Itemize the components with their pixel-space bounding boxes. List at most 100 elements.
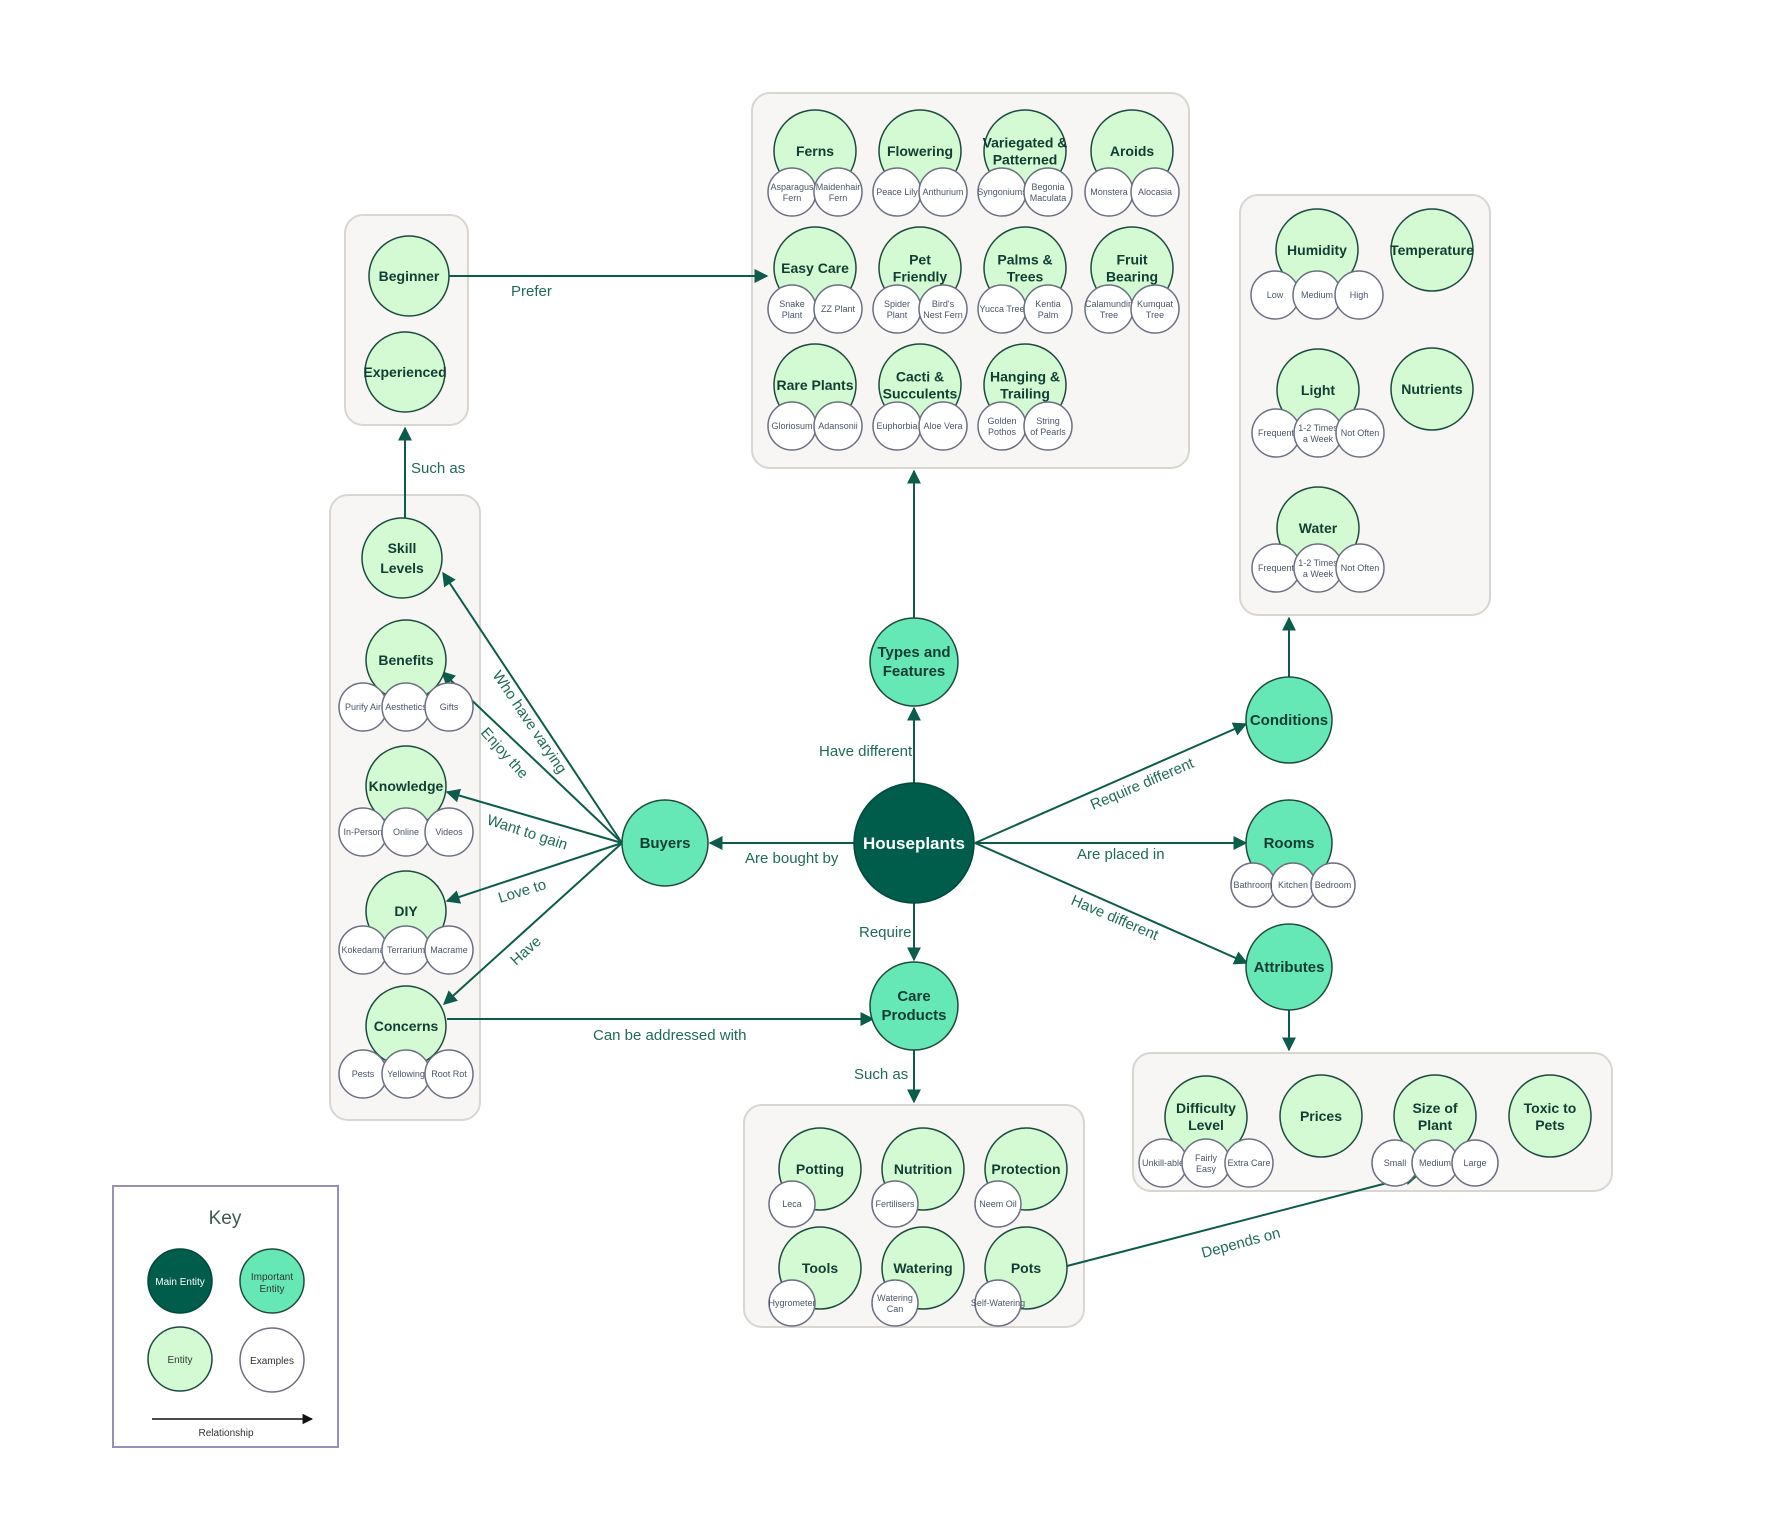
temperature-node[interactable]: Temperature [1390,208,1474,292]
key-relationship-label: Relationship [198,1428,253,1439]
example-bubble [1293,543,1343,593]
houseplants-node[interactable]: Houseplants [853,782,975,904]
nutrients-node[interactable]: Nutrients [1390,347,1474,431]
example-bubble [1224,1138,1274,1188]
skill-levels-node[interactable]: Skill Levels [361,517,443,599]
skill-levels-label-2: Levels [380,560,424,576]
example-bubble [974,1279,1022,1327]
example-bubble [1023,167,1073,217]
plant-type-label: Bearing [1106,269,1158,285]
example-bubble [813,284,863,334]
conditions-node[interactable]: Conditions [1245,676,1333,764]
water-label: Water [1299,520,1338,536]
rel-want-to-gain: Want to gain [485,812,570,854]
key-entity-label: Entity [167,1355,192,1366]
key-main-swatch [147,1248,213,1314]
experienced-node[interactable]: Experienced [363,331,447,413]
example-bubble [918,401,968,451]
example-bubble [1084,284,1134,334]
example-label: Medium [1419,1158,1451,1168]
example-bubble [424,682,474,732]
example-bubble [1335,543,1385,593]
beginner-node[interactable]: Beginner [368,235,450,317]
care-products-node[interactable]: Care Products [869,961,959,1051]
types-features-node[interactable]: Types and Features [869,617,959,707]
key-title: Key [209,1208,242,1229]
plant-type-label: Cacti & [896,369,944,385]
plant-type-label: Succulents [883,386,958,402]
example-label: Purify Air [345,702,381,712]
difficulty-label: Difficulty [1176,1100,1236,1116]
plant-type-label: Palms & [997,252,1052,268]
size-label: Plant [1418,1117,1453,1133]
rel-love-to: Love to [496,876,548,907]
key-box [112,1185,339,1448]
knowledge-label: Knowledge [369,778,444,794]
care-product-label: Watering [893,1260,952,1276]
example-label: Terrarium [387,945,425,955]
example-bubble [871,1180,919,1228]
link-houseplants-attributes [974,842,1249,965]
plant-type-label: Rare Plants [776,377,853,393]
example-bubble [1181,1138,1231,1188]
key-main-label: Main Entity [155,1277,204,1288]
link-buyers-knowledge [445,788,623,844]
rel-can-be-addressed-with: Can be addressed with [593,1027,746,1044]
prices-node[interactable]: Prices [1279,1074,1363,1158]
rel-are-bought-by: Are bought by [745,850,839,867]
concerns-label: Concerns [374,1018,439,1034]
attributes-node[interactable]: Attributes [1245,923,1333,1011]
example-bubble [1334,270,1384,320]
rooms-node[interactable]: Rooms [1245,799,1333,887]
example-label: Not Often [1341,428,1380,438]
rooms-example: Bathroom [1233,880,1272,890]
plant-type-label: Patterned [993,152,1058,168]
example-bubble [424,807,474,857]
benefits-label: Benefits [378,652,433,668]
example-label: Kokedama [341,945,384,955]
link-pots-size [1066,1171,1420,1267]
buyers-node[interactable]: Buyers [621,799,709,887]
example-bubble [767,167,817,217]
example-label: Low [1267,290,1284,300]
rel-depends-on: Depends on [1200,1225,1283,1262]
example-bubble [974,1180,1022,1228]
example-label: Leca [782,1199,802,1209]
example-bubble [918,167,968,217]
care-label-2: Products [881,1007,946,1024]
